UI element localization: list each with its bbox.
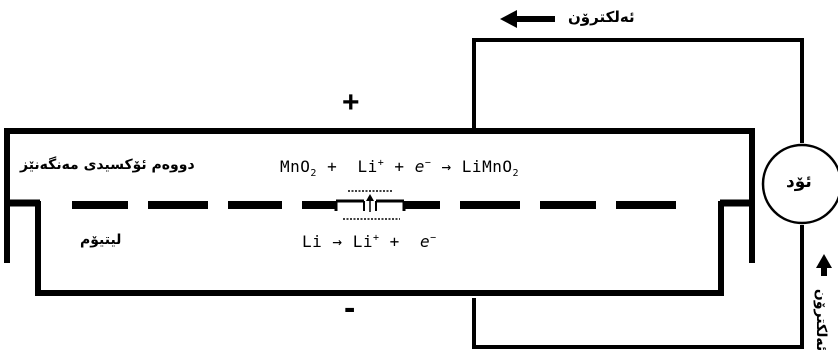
circuit-wire-top	[472, 38, 804, 143]
meter-circle	[761, 143, 838, 225]
circuit-wire-bottom	[472, 225, 804, 349]
cathode-product: LiMnO	[461, 157, 513, 176]
lithium-ion: Li	[357, 157, 378, 176]
anode-material-label: لیتیۆم	[80, 232, 122, 248]
cell-casing-outer	[4, 128, 755, 263]
cathode-reactant: MnO	[280, 157, 311, 176]
anode-equation: Li → Li+ + e−	[302, 232, 437, 251]
cathode-reactant-subscript: 2	[310, 168, 317, 180]
negative-sign: -	[344, 289, 356, 327]
ion-charge: +	[377, 157, 385, 169]
plus-sign: +	[389, 232, 400, 251]
electron-charge: −	[424, 157, 432, 169]
cathode-product-subscript: 2	[512, 168, 519, 180]
reaction-arrow: →	[332, 232, 343, 251]
reaction-arrow: →	[441, 157, 452, 176]
electron-charge: −	[430, 232, 437, 244]
electron-symbol: e	[420, 232, 431, 251]
anode-reactant: Li	[302, 232, 323, 251]
cathode-material-label: دووەم ئۆکسیدی مەنگەنێز	[20, 157, 195, 173]
ion-flow-arrow-icon	[366, 194, 374, 212]
anode-compartment	[35, 201, 724, 296]
cathode-equation: MnO2 + Li+ + e− → LiMnO2	[280, 157, 519, 179]
electron-arrow-left-icon	[500, 10, 555, 28]
electron-symbol: e	[414, 157, 425, 176]
ion-charge: +	[372, 232, 380, 244]
ion-pore	[334, 190, 406, 220]
plus-sign: +	[327, 157, 338, 176]
lithium-ion: Li	[352, 232, 373, 251]
positive-sign: +	[342, 86, 360, 119]
electron-side-label: ئەلکترۆن	[813, 288, 830, 352]
electron-top-label: ئەلکترۆن	[568, 8, 635, 26]
meter-label: ئۆد	[786, 172, 812, 192]
electron-arrow-up-icon	[816, 254, 832, 276]
plus-sign: +	[394, 157, 405, 176]
